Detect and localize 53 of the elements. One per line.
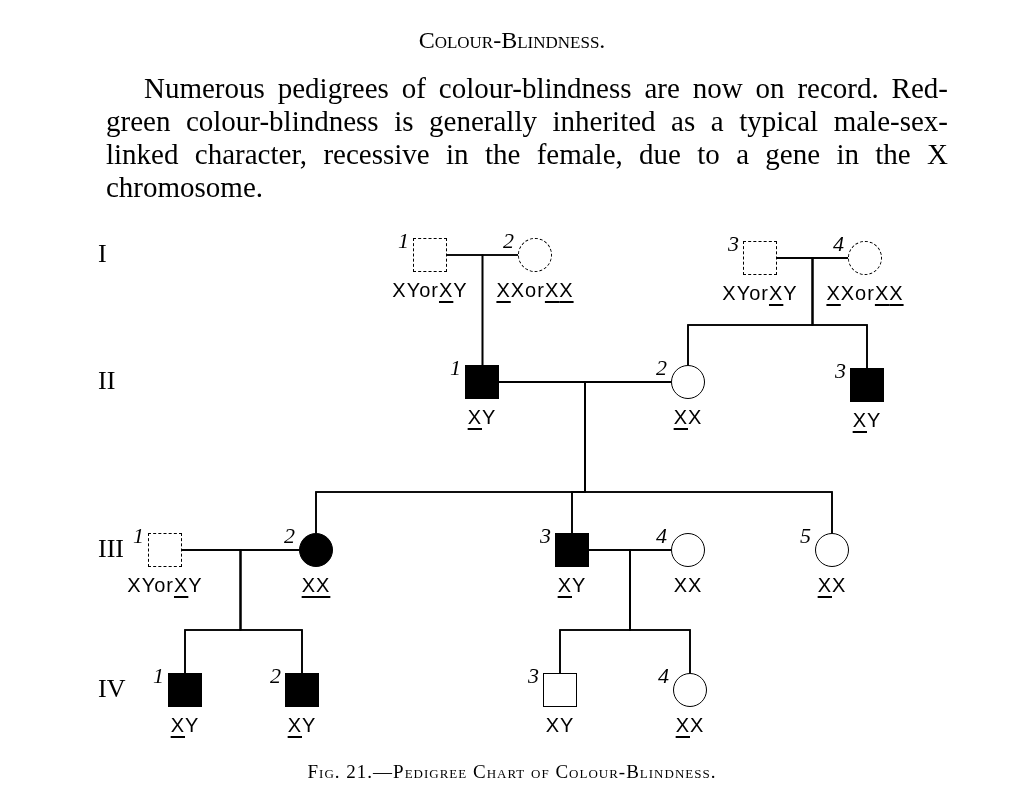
individual-number: 5 (799, 525, 811, 547)
genotype-label: XX (301, 575, 331, 595)
male-square (850, 368, 884, 402)
genotype-label: XX (675, 715, 705, 735)
male-square (413, 238, 447, 272)
descent-line (481, 254, 519, 366)
individual-number: 4 (832, 233, 844, 255)
genotype-label: XY (557, 575, 587, 595)
descent-line (584, 381, 833, 534)
male-square (148, 533, 182, 567)
genotype-label: XYorXY (722, 283, 798, 303)
title: Colour-Blindness. (417, 26, 607, 55)
individual-number: 2 (655, 357, 667, 379)
descent-line (239, 549, 303, 674)
genotype-label: XXorXX (826, 283, 904, 303)
male-square (285, 673, 319, 707)
individual-number: 2 (502, 230, 514, 252)
individual-number: 3 (539, 525, 551, 547)
genotype-label: XY (545, 715, 575, 735)
individual-number: 1 (132, 525, 144, 547)
individual-number: 3 (727, 233, 739, 255)
individual-number: 4 (657, 665, 669, 687)
generation-numeral: IV (98, 676, 126, 702)
caption: Fig. 21.—Pedigree Chart of Colour-Blindness. (306, 760, 718, 784)
individual-number: 3 (527, 665, 539, 687)
individual-number: 2 (269, 665, 281, 687)
genotype-label: XX (817, 575, 847, 595)
male-square (543, 673, 577, 707)
genotype-label: XY (852, 410, 882, 430)
generation-numeral: II (98, 368, 116, 394)
genotype-label: XY (170, 715, 200, 735)
genotype-label: XYorXY (127, 575, 203, 595)
genotype-label: XX (673, 407, 703, 427)
genotype-label: XY (467, 407, 497, 427)
individual-number: 3 (834, 360, 846, 382)
generation-numeral: I (98, 241, 107, 267)
genotype-label: XXorXX (496, 280, 574, 300)
male-square (465, 365, 499, 399)
genotype-label: XX (673, 575, 703, 595)
male-square (168, 673, 202, 707)
individual-number: 4 (655, 525, 667, 547)
individual-number: 1 (152, 665, 164, 687)
male-square (743, 241, 777, 275)
genotype-label: XYorXY (392, 280, 468, 300)
generation-numeral: III (98, 536, 124, 562)
individual-number: 2 (283, 525, 295, 547)
individual-number: 1 (449, 357, 461, 379)
descent-line (629, 549, 691, 674)
descent-line (811, 257, 868, 369)
paragraph: Numerous pedigrees of colour-blindness are now on record. Red-green colour-blindness is generally inherited as a typical male-sex-linked character, recessive in the female, due to a gene in the X chromosome. (106, 72, 948, 204)
male-square (555, 533, 589, 567)
genotype-label: XY (287, 715, 317, 735)
individual-number: 1 (397, 230, 409, 252)
